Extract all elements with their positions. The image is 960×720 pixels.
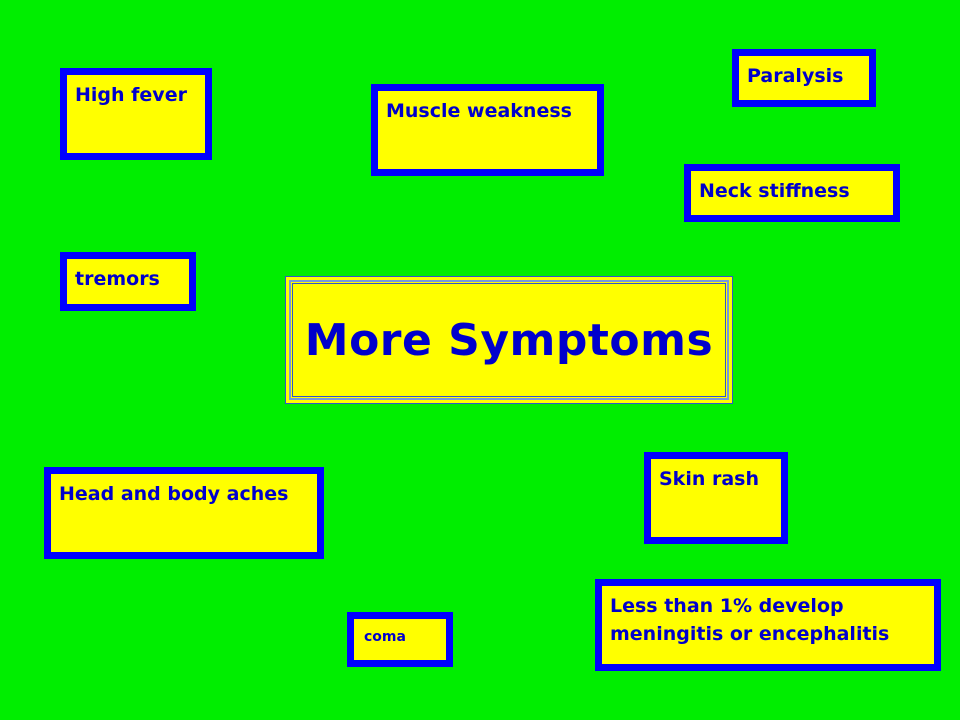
symptom-label: Less than 1% develop meningitis or encep… bbox=[610, 595, 890, 645]
symptom-box-head-body-aches: Head and body aches bbox=[44, 467, 324, 559]
symptom-box-meningitis: Less than 1% develop meningitis or encep… bbox=[595, 579, 941, 671]
symptom-label: Muscle weakness bbox=[386, 100, 572, 122]
symptom-label: Skin rash bbox=[659, 468, 760, 490]
symptom-box-high-fever: High fever bbox=[60, 68, 212, 160]
symptom-box-skin-rash: Skin rash bbox=[644, 452, 788, 544]
symptom-box-neck-stiffness: Neck stiffness bbox=[684, 164, 900, 222]
symptom-label: tremors bbox=[75, 268, 160, 290]
symptom-box-coma: coma bbox=[347, 612, 453, 667]
symptom-label: Head and body aches bbox=[59, 483, 289, 505]
slide-title-box: More Symptoms bbox=[285, 276, 733, 404]
symptom-label: High fever bbox=[75, 84, 187, 106]
symptom-box-muscle-weakness: Muscle weakness bbox=[371, 84, 604, 176]
slide-title: More Symptoms bbox=[304, 314, 714, 366]
symptom-label: Neck stiffness bbox=[699, 180, 850, 202]
title-inner-border bbox=[292, 283, 726, 397]
symptom-box-tremors: tremors bbox=[60, 252, 196, 311]
symptom-label: coma bbox=[364, 629, 406, 645]
symptom-box-paralysis: Paralysis bbox=[732, 49, 876, 107]
symptom-label: Paralysis bbox=[747, 65, 844, 87]
